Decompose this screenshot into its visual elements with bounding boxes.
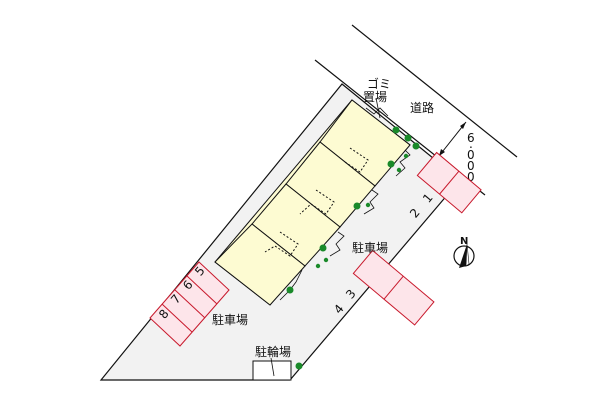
garbage-label-line2: 置場 (363, 90, 387, 104)
parking-label-west: 駐車場 (212, 312, 248, 327)
garbage-label-line1: ゴミ (367, 76, 391, 91)
parking-group-5-8 (149, 261, 230, 347)
parking-group-3-4 (352, 249, 435, 326)
north-arrow-icon (453, 243, 475, 268)
garbage-area (365, 97, 389, 119)
parking-group-1-2 (416, 151, 482, 214)
road-width-dot: . (469, 137, 473, 151)
north-label: N (460, 236, 468, 247)
parking-label-east: 駐車場 (352, 240, 388, 255)
road-width-digit-1: 6 (467, 131, 475, 145)
road-width-digit-3: 0 (467, 159, 475, 173)
apartment-building (214, 99, 411, 306)
road-width-dimension (438, 121, 467, 157)
road-edge-far (351, 24, 518, 158)
bicycle-parking-label: 駐輪場 (255, 344, 291, 359)
road-width-digit-2: 0 (467, 148, 475, 162)
road-label: 道路 (410, 100, 434, 115)
bicycle-parking (252, 357, 292, 381)
road-width-digit-4: 0 (467, 170, 475, 184)
trees (286, 126, 420, 370)
unit-4 (214, 223, 306, 306)
